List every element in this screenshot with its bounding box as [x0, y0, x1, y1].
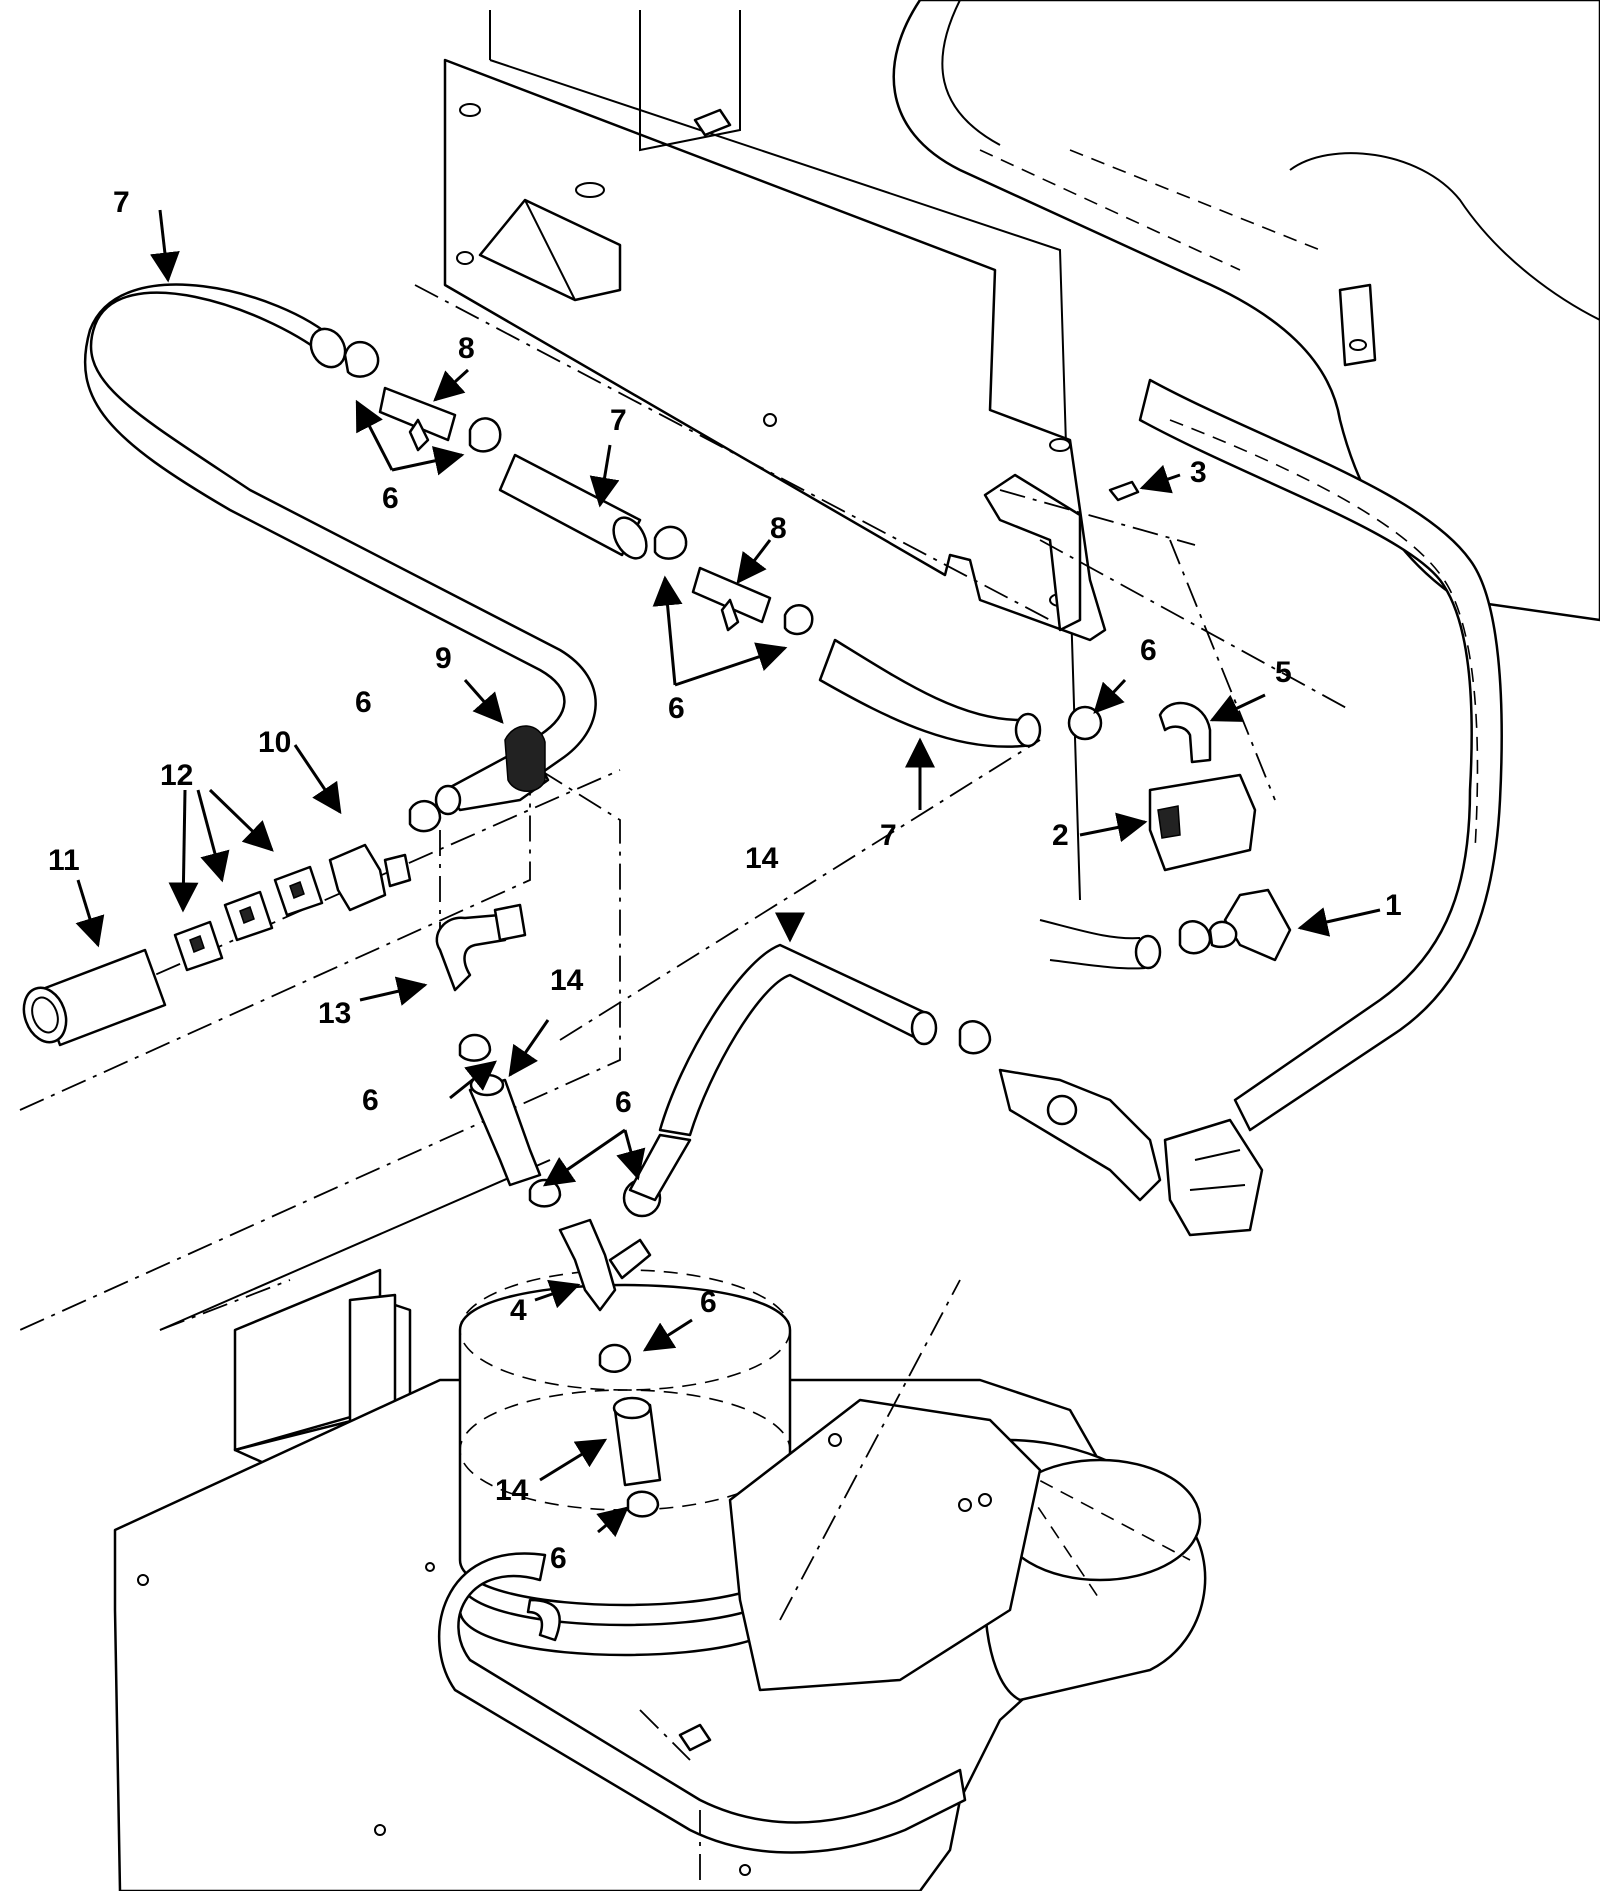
callout-8-b: 8 [770, 512, 787, 545]
callout-11: 11 [48, 844, 80, 877]
hose-assembly-upper [83, 283, 1292, 970]
hose-assembly-lower [528, 943, 1264, 1518]
clamp-9 [504, 725, 546, 792]
hose-assembly-left [22, 725, 550, 1187]
callout-7-c: 7 [880, 819, 897, 852]
valve-assembly [998, 1068, 1162, 1202]
callout-6-g: 6 [700, 1286, 717, 1319]
callout-14-c: 14 [495, 1474, 529, 1507]
hose-7-curve [818, 638, 1034, 748]
hose-14-long [658, 943, 932, 1137]
elbow-13 [435, 913, 507, 992]
callout-7-b: 7 [610, 404, 627, 437]
callout-6-h: 6 [550, 1542, 567, 1575]
background-structure [113, 0, 1600, 1891]
callout-12: 12 [160, 759, 193, 792]
callout-leaders [75, 209, 1381, 1538]
callout-13: 13 [318, 997, 351, 1030]
callout-3: 3 [1190, 456, 1207, 489]
callout-14-b: 14 [550, 964, 584, 997]
callout-labels: 1 2 3 4 5 6 6 6 6 6 6 6 6 7 7 7 8 8 9 10… [48, 186, 1402, 1575]
callout-6-e: 6 [362, 1084, 379, 1117]
callout-10: 10 [258, 726, 291, 759]
callout-4: 4 [510, 1294, 527, 1327]
callout-14-a: 14 [745, 842, 779, 875]
callout-5: 5 [1275, 656, 1292, 689]
coupler-10 [328, 843, 387, 912]
wye-fitting-4 [558, 1218, 617, 1312]
callout-6-c: 6 [1140, 634, 1157, 667]
callout-1: 1 [1385, 889, 1402, 922]
callout-6-b: 6 [668, 692, 685, 725]
callout-6-a: 6 [382, 482, 399, 515]
callout-8-a: 8 [458, 332, 475, 365]
callout-9: 9 [435, 642, 452, 675]
callout-7-a: 7 [113, 186, 130, 219]
valve-2 [1148, 773, 1257, 872]
callout-2: 2 [1052, 819, 1069, 852]
filters-12 [173, 865, 324, 972]
callout-6-d: 6 [355, 686, 372, 719]
hose-14-short [468, 1078, 542, 1187]
callout-6-f: 6 [615, 1086, 632, 1119]
